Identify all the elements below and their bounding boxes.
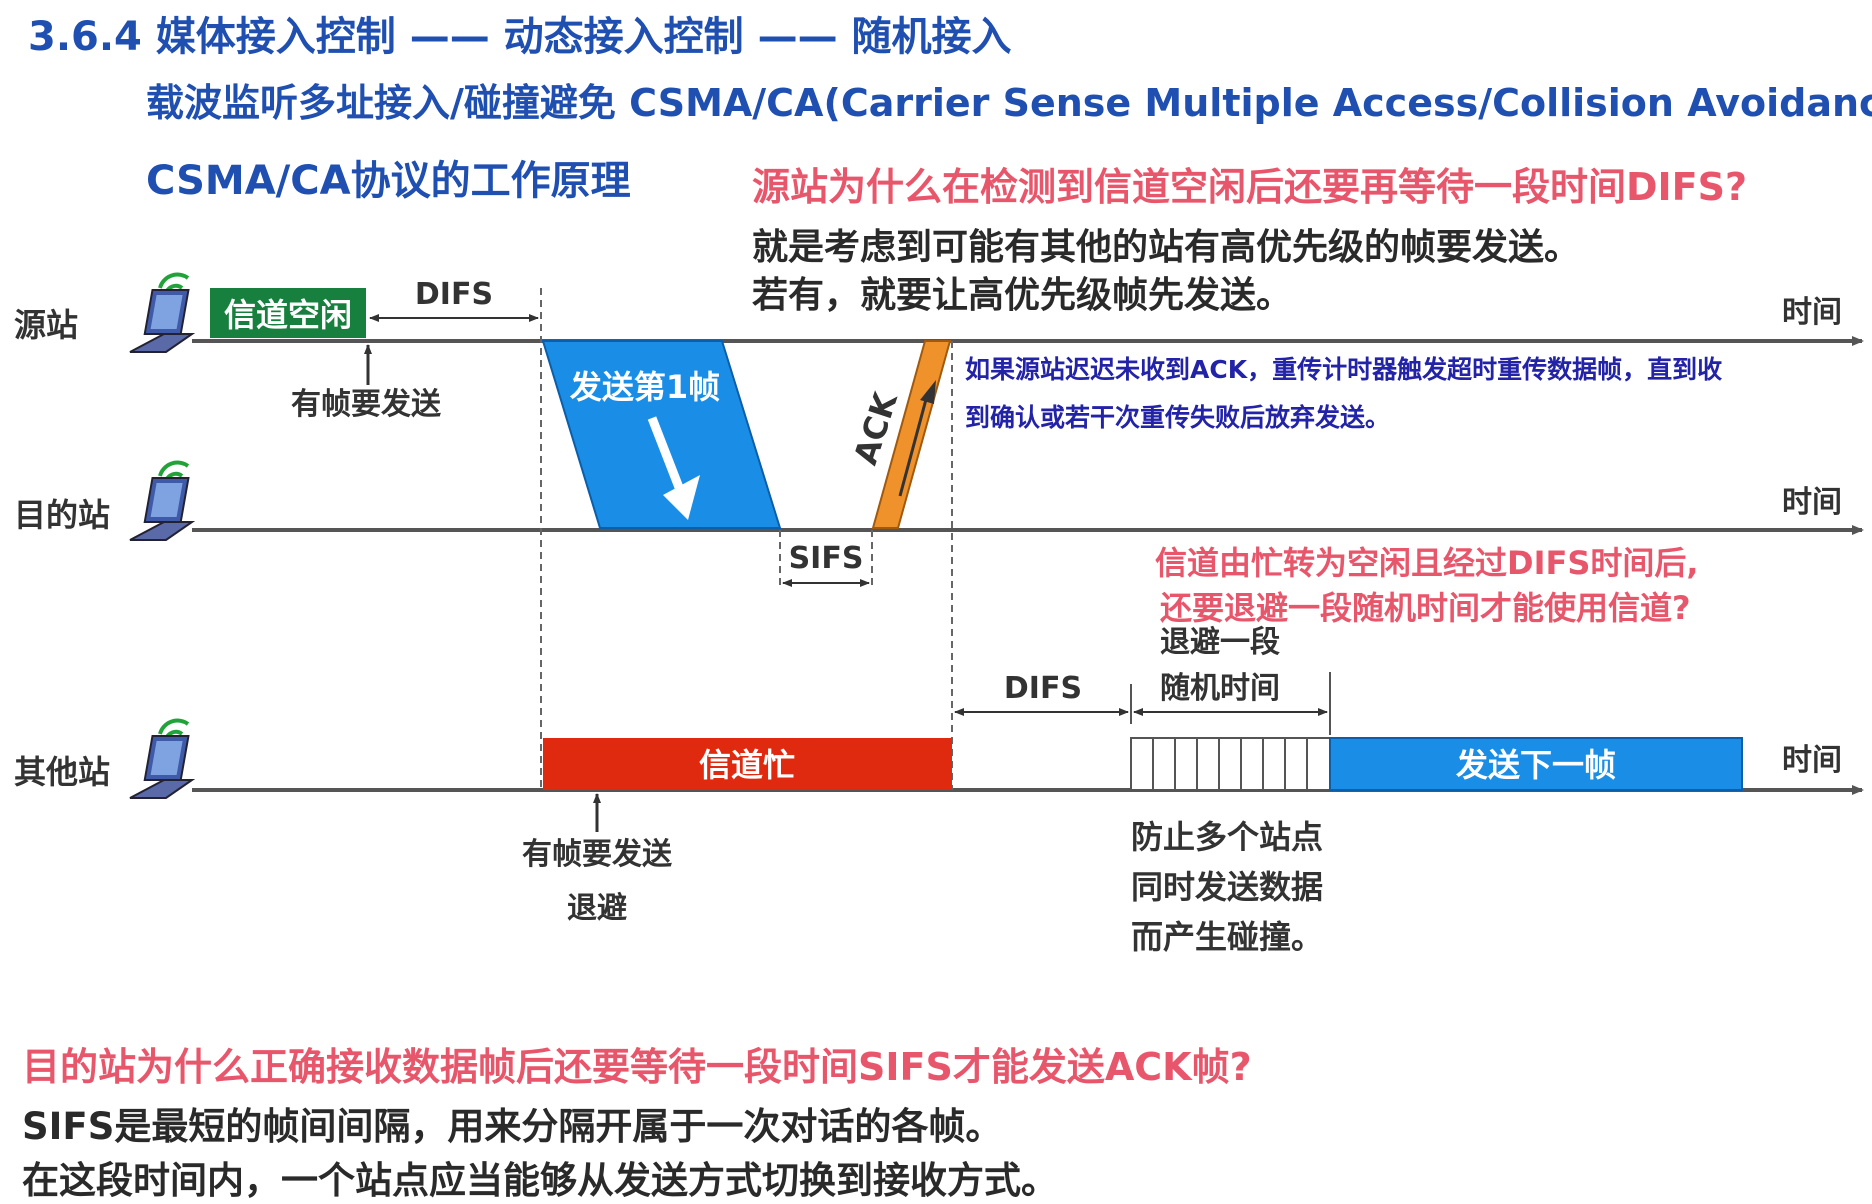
data-frame-1-label: 发送第1帧 — [570, 368, 720, 406]
upward-arrow-icon — [898, 380, 936, 497]
sifs-question: 目的站为什么正确接收数据帧后还要等待一段时间SIFS才能发送ACK帧? — [22, 1045, 1252, 1089]
sifs-answer-line-1: SIFS是最短的帧间间隔，用来分隔开属于一次对话的各帧。 — [22, 1105, 1003, 1148]
station-label-other: 其他站 — [14, 753, 110, 791]
prevent-collision-line-2: 同时发送数据 — [1131, 868, 1323, 906]
difs-answer-line-1: 就是考虑到可能有其他的站有高优先级的帧要发送。 — [752, 227, 1581, 268]
retransmit-note-line-1: 如果源站迟迟未收到ACK，重传计时器触发超时重传数据帧，直到收 — [965, 355, 1723, 384]
section-subtitle: CSMA/CA协议的工作原理 — [146, 158, 631, 204]
page-title: 3.6.4 媒体接入控制 —— 动态接入控制 —— 随机接入 — [28, 14, 1012, 60]
laptop-wifi-icon — [129, 272, 196, 353]
source-difs-label: DIFS — [415, 277, 493, 312]
channel-idle-block — [210, 288, 366, 338]
other-difs-label: DIFS — [1004, 671, 1082, 706]
other-backoff-label: 退避 — [567, 891, 627, 926]
laptop-wifi-icon — [129, 460, 196, 541]
protocol-full-name: 载波监听多址接入/碰撞避免 CSMA/CA(Carrier Sense Mult… — [146, 81, 1872, 125]
sifs-answer-line-2: 在这段时间内，一个站点应当能够从发送方式切换到接收方式。 — [22, 1159, 1058, 1202]
time-label-source: 时间 — [1782, 295, 1842, 330]
time-label-destination: 时间 — [1782, 485, 1842, 520]
channel-busy-block — [543, 738, 952, 790]
difs-answer-line-2: 若有，就要让高优先级帧先发送。 — [752, 275, 1293, 316]
retransmit-note-line-2: 到确认或若干次重传失败后放弃发送。 — [965, 403, 1391, 432]
source-frame-ready-label: 有帧要发送 — [291, 387, 441, 422]
downward-arrow-icon — [647, 416, 700, 520]
backoff-question-line-2: 还要退避一段随机时间才能使用信道? — [1160, 589, 1691, 627]
sifs-label-box — [783, 534, 869, 580]
next-frame-block — [1329, 737, 1743, 791]
next-frame-label: 发送下一帧 — [1456, 746, 1616, 784]
backoff-question-line-1: 信道由忙转为空闲且经过DIFS时间后, — [1155, 544, 1699, 582]
backoff-random-label-1: 退避一段 — [1160, 625, 1280, 660]
laptop-wifi-icon — [129, 718, 196, 799]
prevent-collision-line-3: 而产生碰撞。 — [1131, 918, 1323, 956]
time-label-other: 时间 — [1782, 743, 1842, 778]
other-frame-ready-label: 有帧要发送 — [522, 837, 672, 872]
sifs-label: SIFS — [789, 541, 864, 576]
station-label-source: 源站 — [14, 306, 78, 344]
backoff-slots — [1130, 737, 1331, 791]
backoff-random-label-2: 随机时间 — [1160, 671, 1280, 706]
difs-question: 源站为什么在检测到信道空闲后还要再等待一段时间DIFS? — [752, 165, 1748, 209]
prevent-collision-line-1: 防止多个站点 — [1131, 818, 1323, 856]
channel-busy-label: 信道忙 — [699, 746, 795, 784]
channel-idle-label: 信道空闲 — [224, 296, 352, 334]
station-label-destination: 目的站 — [14, 496, 110, 534]
